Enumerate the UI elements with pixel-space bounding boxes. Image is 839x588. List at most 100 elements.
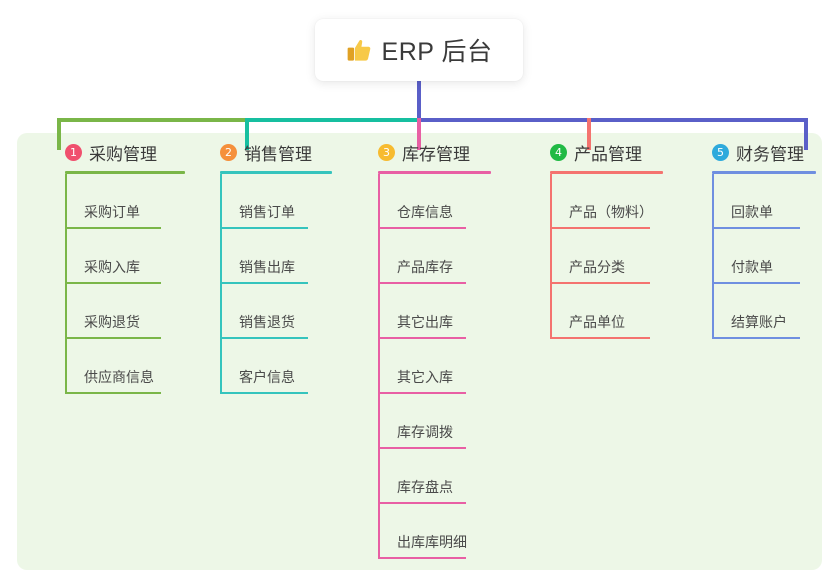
- list-item-rule: [220, 392, 308, 394]
- list-item[interactable]: 销售退货: [220, 284, 319, 339]
- list-item-rule: [378, 227, 466, 229]
- item-spine-5: [712, 174, 714, 339]
- list-item-label: 产品库存: [397, 259, 453, 275]
- list-item-rule: [65, 392, 161, 394]
- item-list-1: 采购订单采购入库采购退货供应商信息: [65, 174, 174, 394]
- item-spine-1: [65, 174, 67, 394]
- list-item[interactable]: 供应商信息: [65, 339, 174, 394]
- column-rule-1: [65, 171, 185, 174]
- list-item-label: 产品（物料）: [569, 204, 653, 220]
- column-title-2: 销售管理: [244, 144, 312, 164]
- column-header-5[interactable]: 5 财务管理: [689, 133, 804, 171]
- item-spine-2: [220, 174, 222, 394]
- item-list-3: 仓库信息产品库存其它出库其它入库库存调拨库存盘点出库库明细: [378, 174, 478, 559]
- column-5: 5 财务管理回款单付款单结算账户: [689, 133, 816, 339]
- list-item-rule: [220, 337, 308, 339]
- list-item-rule: [220, 227, 308, 229]
- list-item-label: 其它出库: [397, 314, 453, 330]
- list-item-label: 客户信息: [239, 369, 295, 385]
- item-list-5: 回款单付款单结算账户: [712, 174, 800, 339]
- list-item[interactable]: 库存盘点: [378, 449, 478, 504]
- column-rule-2: [220, 171, 332, 174]
- list-item-rule: [550, 227, 650, 229]
- item-spine-4: [550, 174, 552, 339]
- list-item[interactable]: 客户信息: [220, 339, 319, 394]
- list-item-label: 结算账户: [731, 314, 787, 330]
- list-item[interactable]: 销售出库: [220, 229, 319, 284]
- list-item-label: 采购退货: [84, 314, 140, 330]
- list-item-rule: [712, 282, 800, 284]
- column-header-2[interactable]: 2 销售管理: [197, 133, 319, 171]
- item-list-2: 销售订单销售出库销售退货客户信息: [220, 174, 319, 394]
- list-item-label: 供应商信息: [84, 369, 154, 385]
- column-badge-3: 3: [378, 143, 395, 161]
- item-list-4: 产品（物料） 产品分类产品单位: [550, 174, 653, 339]
- list-item-rule: [378, 557, 466, 559]
- item-spine-3: [378, 174, 380, 559]
- column-header-4[interactable]: 4 产品管理: [527, 133, 649, 171]
- list-item[interactable]: 付款单: [712, 229, 800, 284]
- list-item-rule: [378, 282, 466, 284]
- list-item-label: 出库库明细: [397, 534, 467, 550]
- list-item[interactable]: 回款单: [712, 174, 800, 229]
- list-item[interactable]: 产品分类: [550, 229, 650, 284]
- list-item-rule: [550, 282, 650, 284]
- column-badge-5: 5: [712, 143, 729, 161]
- list-item-rule: [65, 337, 161, 339]
- list-item[interactable]: 采购退货: [65, 284, 174, 339]
- list-item-label: 产品分类: [569, 259, 625, 275]
- column-header-3[interactable]: 3 库存管理: [355, 133, 478, 171]
- list-item[interactable]: 产品库存: [378, 229, 478, 284]
- list-item[interactable]: 产品单位: [550, 284, 650, 339]
- list-item-label: 产品单位: [569, 314, 625, 330]
- list-item[interactable]: 库存调拨: [378, 394, 478, 449]
- list-item[interactable]: 产品（物料）: [550, 174, 653, 229]
- list-item-rule: [712, 227, 800, 229]
- list-item-label: 销售出库: [239, 259, 295, 275]
- list-item-rule: [65, 227, 161, 229]
- list-item[interactable]: 其它入库: [378, 339, 478, 394]
- list-item-rule: [65, 282, 161, 284]
- list-item[interactable]: 销售订单: [220, 174, 319, 229]
- root-node-content: ERP 后台: [346, 32, 493, 68]
- list-item[interactable]: 采购入库: [65, 229, 174, 284]
- list-item[interactable]: 结算账户: [712, 284, 800, 339]
- list-item-label: 销售退货: [239, 314, 295, 330]
- column-badge-1: 1: [65, 143, 82, 161]
- diagram-panel: [17, 133, 822, 570]
- list-item-label: 库存调拨: [397, 424, 453, 440]
- list-item-label: 销售订单: [239, 204, 295, 220]
- list-item[interactable]: 采购订单: [65, 174, 174, 229]
- root-node-title: ERP 后台: [381, 38, 493, 66]
- list-item-rule: [378, 447, 466, 449]
- column-title-4: 产品管理: [574, 144, 642, 164]
- column-3: 3 库存管理仓库信息产品库存其它出库其它入库库存调拨库存盘点出库库明细: [355, 133, 491, 559]
- list-item[interactable]: 其它出库: [378, 284, 478, 339]
- root-node-card[interactable]: ERP 后台: [315, 19, 523, 81]
- list-item-label: 其它入库: [397, 369, 453, 385]
- column-title-3: 库存管理: [402, 144, 470, 164]
- list-item-rule: [550, 337, 650, 339]
- list-item-rule: [378, 392, 466, 394]
- column-2: 2 销售管理销售订单销售出库销售退货客户信息: [197, 133, 332, 394]
- column-title-5: 财务管理: [736, 144, 804, 164]
- column-badge-2: 2: [220, 143, 237, 161]
- column-rule-3: [378, 171, 491, 174]
- list-item-label: 采购订单: [84, 204, 140, 220]
- list-item-label: 回款单: [731, 204, 773, 220]
- list-item[interactable]: 出库库明细: [378, 504, 478, 559]
- column-rule-4: [550, 171, 663, 174]
- list-item-label: 采购入库: [84, 259, 140, 275]
- list-item-label: 库存盘点: [397, 479, 453, 495]
- list-item-rule: [220, 282, 308, 284]
- list-item-rule: [378, 337, 466, 339]
- column-badge-4: 4: [550, 143, 567, 161]
- list-item-rule: [378, 502, 466, 504]
- column-rule-5: [712, 171, 816, 174]
- column-4: 4 产品管理产品（物料） 产品分类产品单位: [527, 133, 663, 339]
- list-item[interactable]: 仓库信息: [378, 174, 478, 229]
